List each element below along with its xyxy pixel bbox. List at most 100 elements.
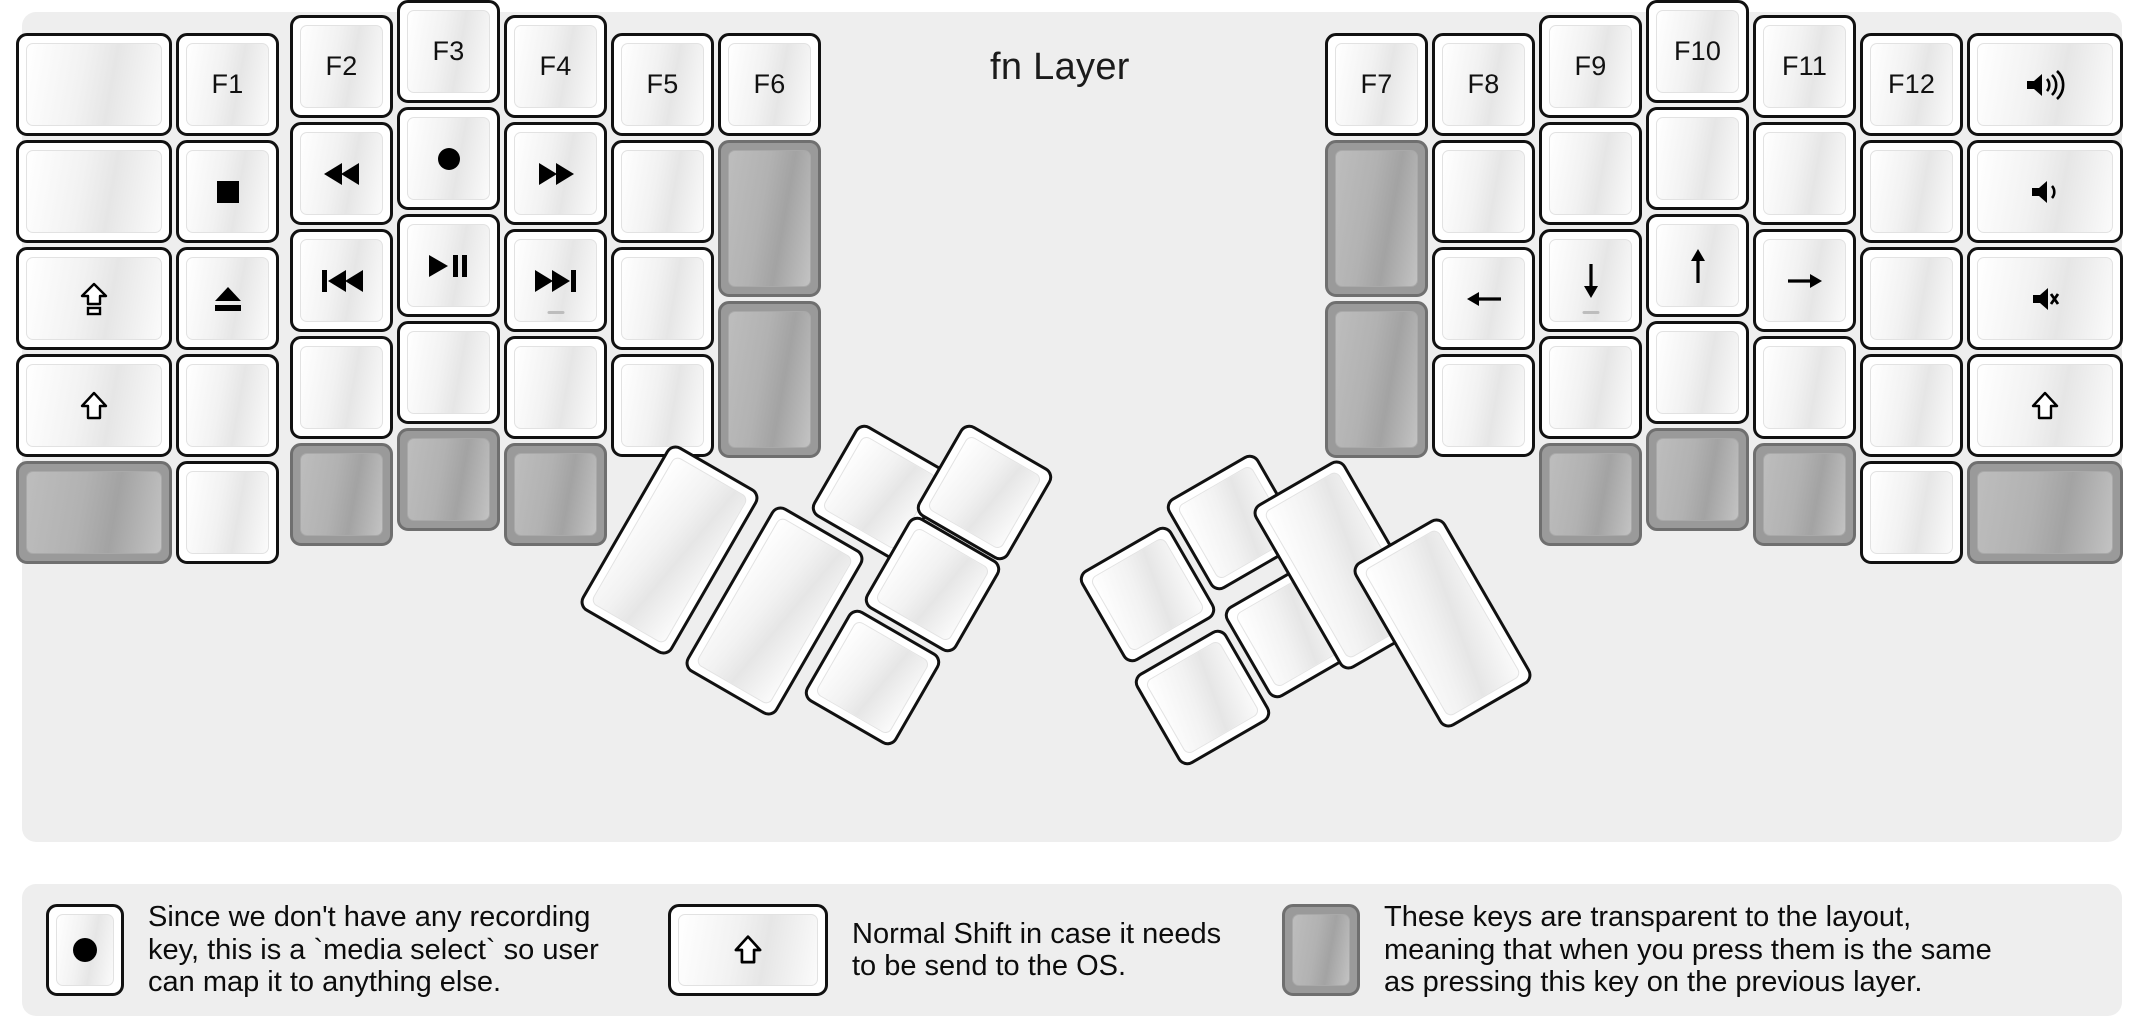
key-right-col-ring-r3[interactable]	[1753, 229, 1856, 332]
key-left-col-middle-r4[interactable]	[397, 321, 500, 424]
key-right-col-pinky-outer-r2[interactable]	[1967, 140, 2123, 243]
key-left-col-pinky-outer-r1[interactable]	[16, 33, 172, 136]
key-left-col-middle-r2[interactable]	[397, 107, 500, 210]
key-face	[1977, 150, 2113, 233]
blank-icon	[26, 471, 162, 554]
blank-icon	[1763, 453, 1846, 536]
key-right-col-inner-r1[interactable]: F7	[1325, 33, 1428, 136]
key-left-col-index-inner-r4[interactable]	[611, 354, 714, 457]
key-left-col-index-r3[interactable]	[504, 229, 607, 332]
key-left-col-index-inner-r2[interactable]	[611, 140, 714, 243]
key-left-col-middle-r1[interactable]: F3	[397, 0, 500, 103]
volume-mute-icon	[2030, 284, 2060, 314]
key-right-col-pinky-outer-r3[interactable]	[1967, 247, 2123, 350]
key-right-col-index-inner-r3[interactable]	[1432, 247, 1535, 350]
key-face: F6	[728, 43, 811, 126]
key-right-col-index-inner-r4[interactable]	[1432, 354, 1535, 457]
key-right-col-pinky-r4[interactable]	[1860, 354, 1963, 457]
blank-icon	[1144, 639, 1261, 756]
key-right-col-pinky-r1[interactable]: F12	[1860, 33, 1963, 136]
key-right-col-pinky-outer-r1[interactable]	[1967, 33, 2123, 136]
blank-icon	[1763, 132, 1846, 215]
key-left-col-pinky-r3[interactable]	[176, 247, 279, 350]
legend-item-transparent: These keys are transparent to the layout…	[1282, 884, 1992, 1016]
key-label: F7	[1360, 69, 1393, 99]
key-left-col-index-inner-r1[interactable]: F5	[611, 33, 714, 136]
media-stop-icon	[213, 177, 243, 207]
key-face	[514, 239, 597, 322]
key-right-col-index-r2[interactable]	[1539, 122, 1642, 225]
key-face: F10	[1656, 10, 1739, 93]
key-left-col-middle-r3[interactable]	[397, 214, 500, 317]
key-left-col-index-inner-r3[interactable]	[611, 247, 714, 350]
key-face: F12	[1870, 43, 1953, 126]
key-right-col-middle-r5[interactable]	[1646, 428, 1749, 531]
key-right-col-ring-r1[interactable]: F11	[1753, 15, 1856, 118]
volume-up-icon	[2023, 69, 2067, 100]
key-face	[26, 364, 162, 447]
legend-item-record: Since we don't have any recording key, t…	[46, 884, 599, 1016]
key-right-col-index-r5[interactable]	[1539, 443, 1642, 546]
key-left-col-index-r2[interactable]	[504, 122, 607, 225]
key-left-col-middle-r5[interactable]	[397, 428, 500, 531]
key-left-col-ring-r2[interactable]	[290, 122, 393, 225]
key-left-col-ring-r4[interactable]	[290, 336, 393, 439]
key-face	[407, 117, 490, 200]
blank-icon	[186, 471, 269, 554]
key-right-col-middle-r2[interactable]	[1646, 107, 1749, 210]
key-face	[300, 132, 383, 215]
key-right-col-inner-r2[interactable]	[1325, 140, 1428, 297]
caps-lock-icon	[80, 282, 108, 316]
key-left-col-pinky-outer-r3[interactable]	[16, 247, 172, 350]
key-right-col-pinky-outer-r4[interactable]	[1967, 354, 2123, 457]
shift-arrow-icon	[678, 914, 818, 986]
key-right-col-index-inner-r2[interactable]	[1432, 140, 1535, 243]
key-face	[407, 224, 490, 307]
key-left-col-pinky-r5[interactable]	[176, 461, 279, 564]
legend-text-shift: Normal Shift in case it needs to be send…	[852, 917, 1222, 982]
key-right-col-pinky-r5[interactable]	[1860, 461, 1963, 564]
blank-icon	[1335, 311, 1418, 448]
key-left-col-ring-r5[interactable]	[290, 443, 393, 546]
key-left-col-inner-r1[interactable]: F6	[718, 33, 821, 136]
key-right-col-index-r1[interactable]: F9	[1539, 15, 1642, 118]
key-left-col-ring-r1[interactable]: F2	[290, 15, 393, 118]
key-label: F10	[1673, 36, 1722, 66]
key-right-col-ring-r5[interactable]	[1753, 443, 1856, 546]
record-dot-icon	[56, 914, 114, 986]
blank-icon	[1549, 346, 1632, 429]
key-left-col-inner-r2[interactable]	[718, 140, 821, 297]
key-left-col-pinky-outer-r2[interactable]	[16, 140, 172, 243]
key-left-col-pinky-r1[interactable]: F1	[176, 33, 279, 136]
key-right-col-middle-r1[interactable]: F10	[1646, 0, 1749, 103]
key-left-col-pinky-outer-r4[interactable]	[16, 354, 172, 457]
blank-icon	[1442, 150, 1525, 233]
key-face	[186, 257, 269, 340]
key-right-col-index-inner-r1[interactable]: F8	[1432, 33, 1535, 136]
legend-item-shift: Normal Shift in case it needs to be send…	[668, 884, 1221, 1016]
key-right-col-middle-r3[interactable]	[1646, 214, 1749, 317]
key-left-col-pinky-r4[interactable]	[176, 354, 279, 457]
key-left-col-index-r5[interactable]	[504, 443, 607, 546]
blank-icon	[1549, 132, 1632, 215]
key-face: F5	[621, 43, 704, 126]
key-left-col-pinky-r2[interactable]	[176, 140, 279, 243]
key-right-col-pinky-outer-r5[interactable]	[1967, 461, 2123, 564]
key-right-col-index-r3[interactable]	[1539, 229, 1642, 332]
key-left-col-pinky-outer-r5[interactable]	[16, 461, 172, 564]
key-right-col-middle-r4[interactable]	[1646, 321, 1749, 424]
key-right-col-index-r4[interactable]	[1539, 336, 1642, 439]
key-label: F5	[646, 69, 679, 99]
key-right-col-inner-r3[interactable]	[1325, 301, 1428, 458]
key-right-col-pinky-r2[interactable]	[1860, 140, 1963, 243]
arrow-down-icon	[1578, 262, 1604, 300]
key-right-col-pinky-r3[interactable]	[1860, 247, 1963, 350]
key-left-col-index-r1[interactable]: F4	[504, 15, 607, 118]
key-face	[26, 257, 162, 340]
key-right-col-ring-r2[interactable]	[1753, 122, 1856, 225]
key-left-col-inner-r3[interactable]	[718, 301, 821, 458]
key-left-col-index-r4[interactable]	[504, 336, 607, 439]
key-left-col-ring-r3[interactable]	[290, 229, 393, 332]
key-right-col-ring-r4[interactable]	[1753, 336, 1856, 439]
